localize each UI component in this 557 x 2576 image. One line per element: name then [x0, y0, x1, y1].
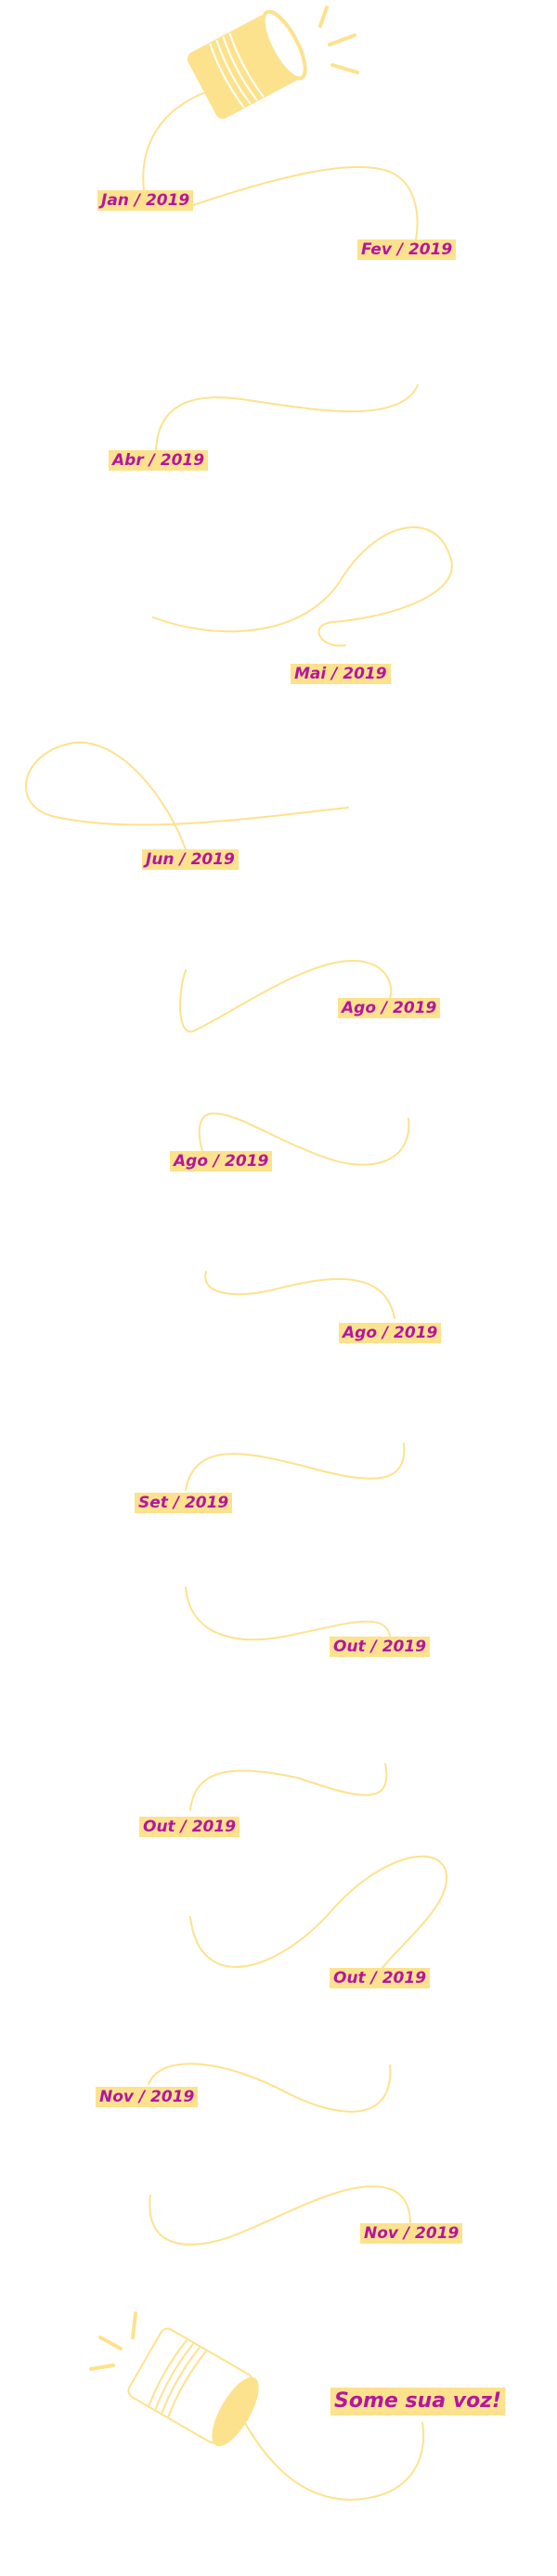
thread-fev-abr: [155, 384, 419, 451]
thread-ago1-ago2: [198, 1112, 410, 1166]
timeline-item-mai-2019[interactable]: Mai / 2019: [291, 664, 391, 684]
thread-abr-mai: [152, 525, 453, 647]
timeline-item-set-2019[interactable]: Set / 2019: [135, 1493, 233, 1513]
thread-can-bottom: [239, 2413, 425, 2501]
timeline-item-fev-2019[interactable]: Fev / 2019: [357, 239, 457, 260]
thread-ago3-set: [185, 1443, 406, 1491]
thread-set-out1: [185, 1586, 391, 1641]
thread-out2-out3: [189, 1855, 448, 1969]
timeline-item-out-2019-1[interactable]: Out / 2019: [330, 1637, 431, 1657]
timeline-item-jun-2019[interactable]: Jun / 2019: [142, 849, 239, 870]
thread-can-to-jan: [142, 92, 205, 191]
timeline-item-jan-2019[interactable]: Jan / 2019: [97, 190, 194, 211]
timeline-item-nov-2019-2[interactable]: Nov / 2019: [360, 2223, 463, 2244]
tin-can-bottom-icon: [89, 2311, 259, 2447]
thread-nov1-nov2: [149, 2185, 411, 2246]
thread-ago2-ago3: [204, 1271, 395, 1319]
thread-out1-out2: [189, 1763, 388, 1811]
timeline-item-out-2019-3[interactable]: Out / 2019: [330, 1968, 431, 1988]
thread-out3-nov1: [148, 2063, 392, 2113]
tin-can-top-icon: [187, 6, 359, 119]
thread-mai-jun: [24, 741, 349, 850]
timeline-item-out-2019-2[interactable]: Out / 2019: [139, 1817, 240, 1837]
timeline-item-ago-2019-1[interactable]: Ago / 2019: [338, 998, 441, 1018]
cta-some-sua-voz-button[interactable]: Some sua voz!: [330, 2388, 506, 2415]
timeline-item-ago-2019-2[interactable]: Ago / 2019: [170, 1151, 273, 1171]
timeline-item-nov-2019-1[interactable]: Nov / 2019: [96, 2087, 199, 2107]
thread-jan-fev: [189, 165, 419, 240]
thread-jun-ago1: [179, 959, 393, 1033]
timeline-item-abr-2019[interactable]: Abr / 2019: [109, 450, 209, 471]
timeline-item-ago-2019-3[interactable]: Ago / 2019: [339, 1323, 442, 1343]
